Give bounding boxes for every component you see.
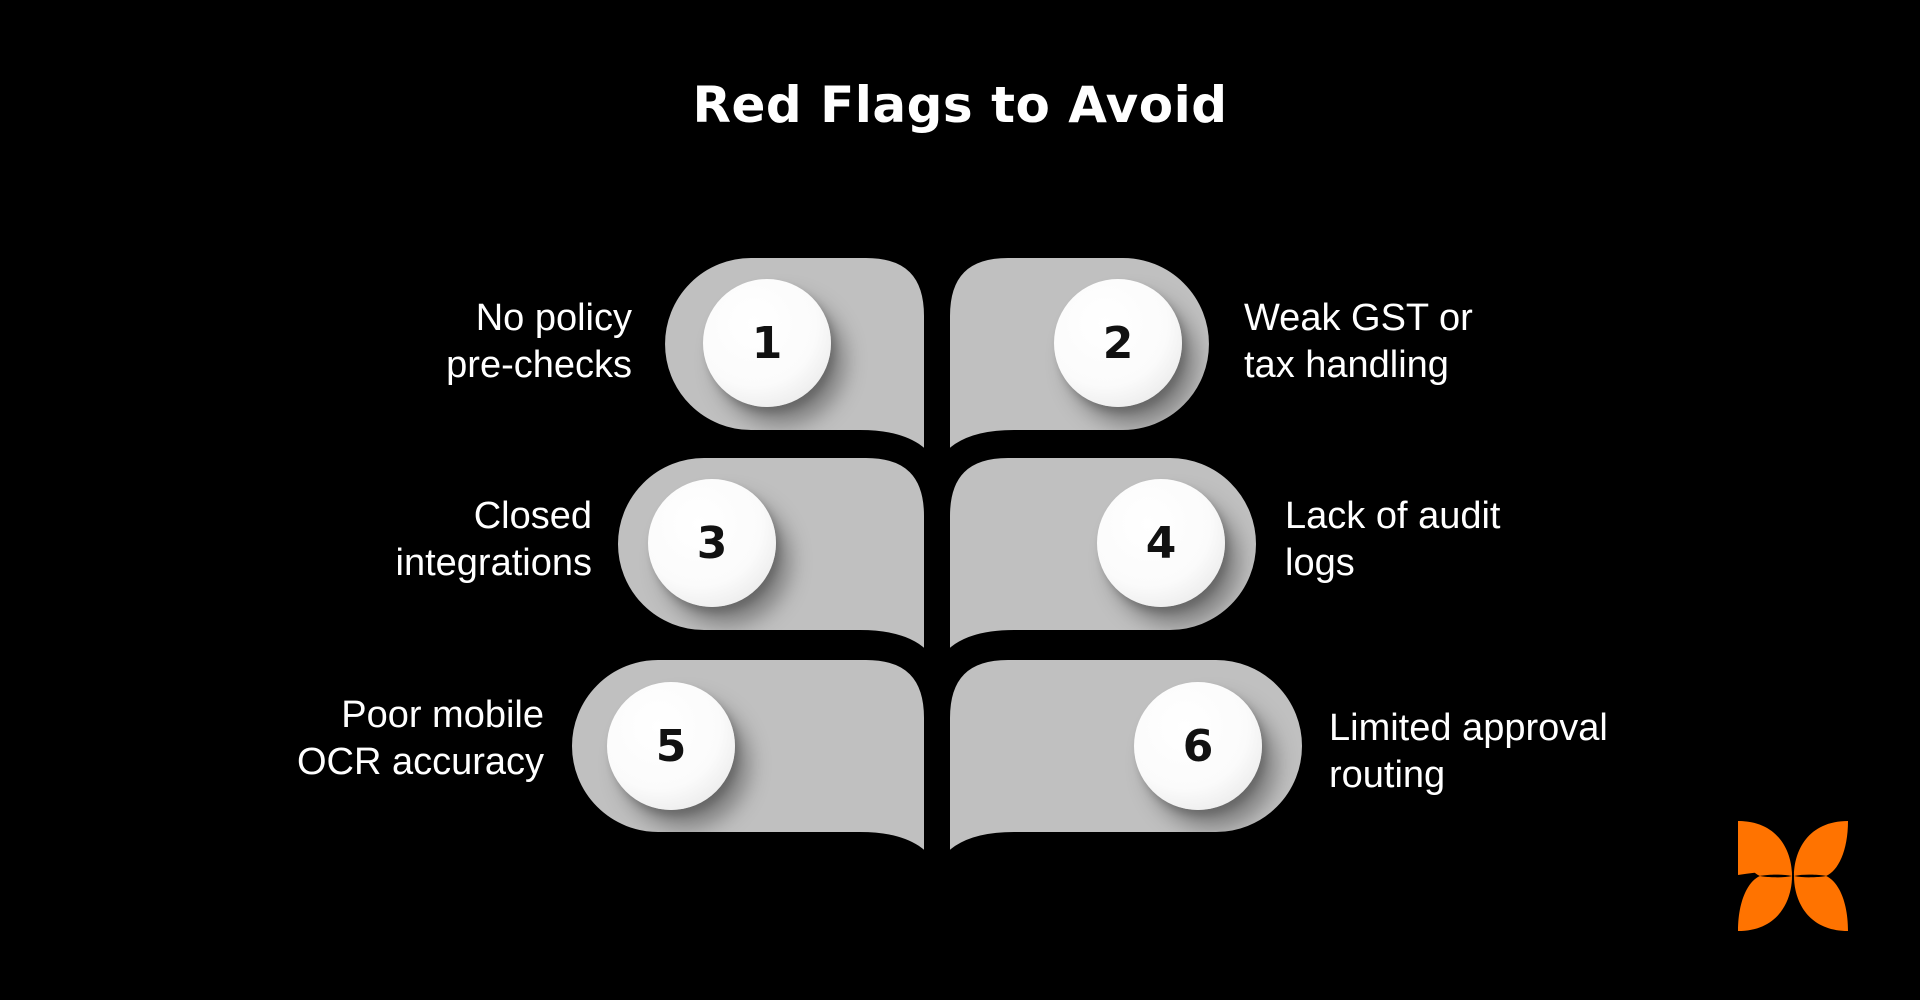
butterfly-petals-logo-icon (1738, 821, 1848, 931)
number-badge-5: 5 (607, 682, 735, 810)
number-3: 3 (696, 517, 728, 569)
number-1: 1 (751, 317, 783, 369)
number-badge-2: 2 (1054, 279, 1182, 407)
number-badge-4: 4 (1097, 479, 1225, 607)
number-badge-3: 3 (648, 479, 776, 607)
center-stem (931, 240, 943, 890)
number-badge-6: 6 (1134, 682, 1262, 810)
number-4: 4 (1145, 517, 1177, 569)
number-6: 6 (1182, 720, 1214, 772)
page-title: Red Flags to Avoid (692, 76, 1228, 134)
number-5: 5 (655, 720, 687, 772)
number-badge-1: 1 (703, 279, 831, 407)
number-2: 2 (1102, 317, 1134, 369)
